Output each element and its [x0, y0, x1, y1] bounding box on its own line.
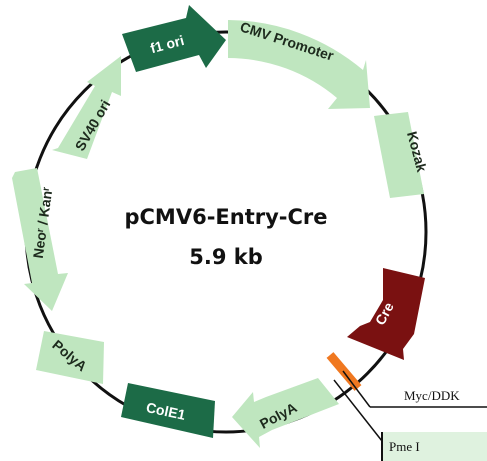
callout-pme1: Pme I [333, 379, 487, 461]
plasmid-size: 5.9 kb [189, 245, 263, 269]
kozak-block [374, 112, 424, 198]
cole1-block [121, 383, 215, 438]
callout-pme1-line [333, 379, 383, 442]
callout-myc-ddk-line [342, 370, 371, 408]
callout-pme1-box [382, 432, 487, 461]
cre-arrow [347, 268, 425, 360]
neo-kan-arrow [12, 168, 68, 311]
feature-polya-left: PolyA [36, 331, 104, 384]
polya-left-block [36, 331, 104, 384]
sv40-ori-arrow [52, 56, 121, 159]
feature-polya-right: PolyA [232, 378, 339, 448]
cmv-promoter-arrow [228, 20, 370, 109]
callout-myc-ddk-label: Myc/DDK [404, 388, 460, 403]
callout-myc-ddk: Myc/DDK [342, 370, 487, 408]
callout-pme1-label: Pme I [389, 439, 420, 454]
feature-cmv-promoter: CMV Promoter [228, 18, 370, 109]
feature-cole1: ColE1 [121, 383, 215, 438]
feature-f1-ori: f1 ori [122, 5, 226, 72]
feature-kozak: Kozak [374, 112, 430, 198]
feature-cre: Cre [347, 268, 425, 360]
feature-sv40-ori: SV40 ori [52, 56, 121, 159]
plasmid-name: pCMV6-Entry-Cre [124, 205, 327, 229]
f1-ori-arrow [122, 5, 226, 72]
polya-right-arrow [232, 378, 339, 448]
feature-neo-kan: Neoʳ / Kanʳ [12, 168, 68, 311]
